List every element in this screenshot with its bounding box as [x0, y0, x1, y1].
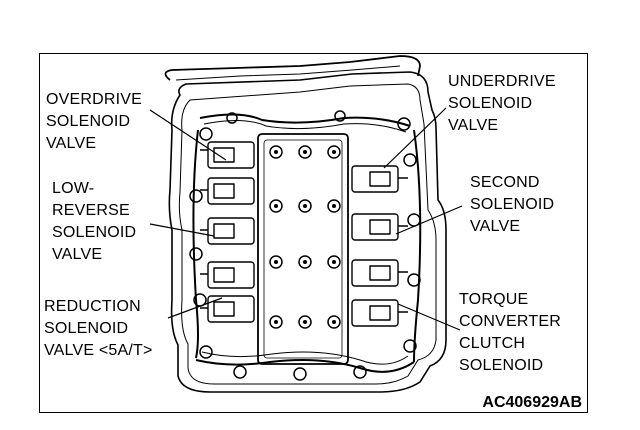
label-second-solenoid-valve: SECOND SOLENOID VALVE [470, 174, 555, 235]
figure-code: AC406929AB [482, 394, 582, 411]
central-plate [257, 133, 349, 365]
leader-reduction [167, 297, 223, 319]
label-underdrive-solenoid-valve: UNDERDRIVE SOLENOID VALVE [448, 73, 556, 134]
bolt-holes [189, 110, 421, 381]
top-bracket [164, 55, 421, 81]
leader-overdrive [149, 109, 227, 161]
leader-torque-converter [397, 303, 461, 331]
label-overdrive-solenoid-valve: OVERDRIVE SOLENOID VALVE [46, 91, 143, 152]
right-solenoid-stack [351, 165, 408, 327]
label-reduction-solenoid-valve: REDUCTION SOLENOID VALVE <5A/T> [44, 298, 153, 359]
housing-inner-lip [178, 83, 437, 385]
label-low-reverse-solenoid-valve: LOW- REVERSE SOLENOID VALVE [52, 180, 137, 263]
figure-frame [39, 53, 588, 413]
wiring-harness [192, 113, 422, 373]
label-torque-converter-clutch-solenoid: TORQUE CONVERTER CLUTCH SOLENOID [459, 291, 561, 374]
housing-outline [168, 71, 447, 393]
leader-second [395, 205, 463, 235]
leader-underdrive [383, 107, 447, 169]
left-solenoid-stack [200, 141, 255, 323]
leader-lines [149, 107, 463, 331]
leader-low-reverse [149, 223, 215, 237]
